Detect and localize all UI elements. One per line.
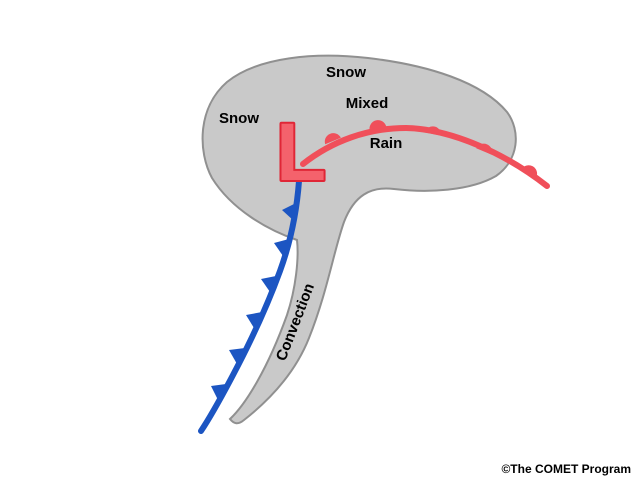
warm-front-pip bbox=[424, 126, 442, 136]
cold-front-barb bbox=[282, 203, 296, 221]
label-rain: Rain bbox=[370, 135, 403, 152]
warm-front-pips bbox=[324, 120, 538, 178]
cold-front-barb bbox=[274, 239, 289, 256]
precipitation-shield bbox=[201, 54, 517, 425]
low-pressure-symbol: L bbox=[276, 107, 326, 198]
warm-front-pip bbox=[369, 120, 387, 129]
label-snow-top: Snow bbox=[326, 64, 366, 81]
warm-front-line bbox=[300, 124, 550, 189]
cold-front-barb bbox=[211, 384, 226, 400]
cold-front-line bbox=[198, 178, 302, 434]
warm-front-pip bbox=[521, 165, 538, 178]
cold-front-barb bbox=[229, 348, 245, 364]
cold-front-barb bbox=[246, 312, 262, 328]
cold-front-barbs bbox=[211, 203, 296, 400]
label-mixed: Mixed bbox=[346, 95, 389, 112]
label-snow-left: Snow bbox=[219, 110, 259, 127]
warm-front-pip bbox=[476, 143, 493, 155]
warm-front-pip bbox=[324, 133, 341, 145]
credit-text: ©The COMET Program bbox=[501, 462, 631, 476]
cold-front-barb bbox=[261, 276, 276, 292]
